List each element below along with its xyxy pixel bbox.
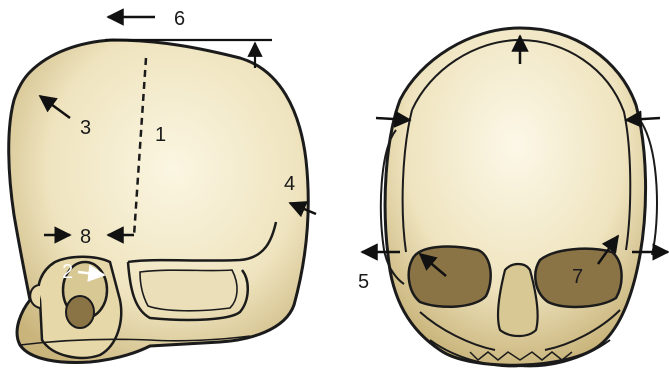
label-3: 3 (80, 117, 91, 139)
frontal-skull: 5 7 (358, 28, 668, 366)
temporal-inner (140, 270, 237, 311)
label-7: 7 (572, 266, 583, 288)
label-1: 1 (155, 124, 166, 146)
label-2: 2 (62, 261, 73, 283)
nasal-aperture (498, 264, 538, 336)
label-4: 4 (284, 173, 295, 195)
lateral-skull: 6 3 1 4 8 2 (9, 8, 316, 362)
lateral-nasal-cavity (66, 296, 94, 328)
label-5: 5 (358, 271, 369, 293)
label-8: 8 (80, 226, 91, 248)
label-6: 6 (174, 8, 185, 30)
